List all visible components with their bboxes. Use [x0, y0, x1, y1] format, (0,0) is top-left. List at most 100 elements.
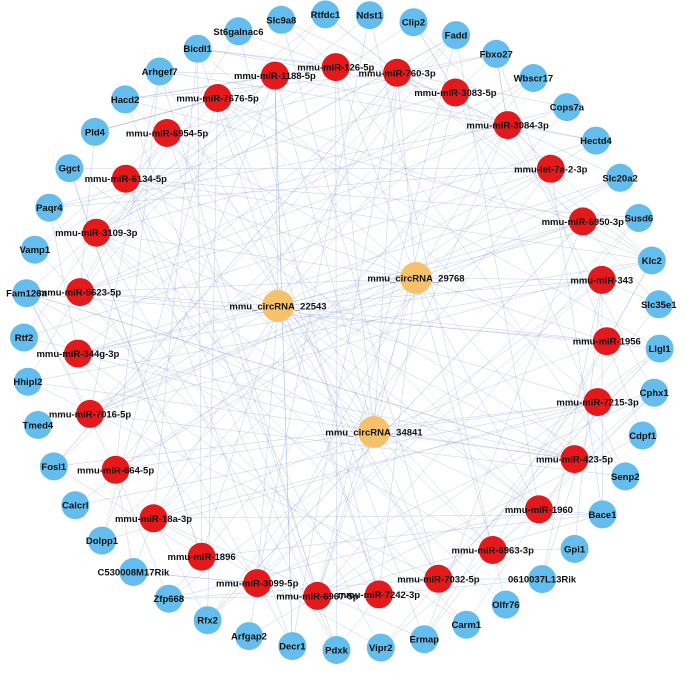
- mrna-node-clip2[interactable]: Clip2: [399, 8, 428, 37]
- mirna-node-mmu-mir-3083-5p[interactable]: mmu-miR-3083-5p: [414, 78, 497, 107]
- mirna-node-mmu-mir-1956[interactable]: mmu-miR-1956: [573, 327, 641, 356]
- mrna-node-pdxk[interactable]: Pdxk: [322, 636, 351, 664]
- edge: [26, 293, 91, 415]
- mrna-circle: [322, 636, 351, 664]
- circrna-node-mmu-circrna-22543[interactable]: mmu_circRNA_22543: [229, 290, 327, 322]
- mirna-node-mmu-mir-7032-5p[interactable]: mmu-miR-7032-5p: [397, 564, 480, 593]
- edge: [335, 67, 417, 279]
- mirna-circle: [66, 278, 94, 307]
- mirna-label: mmu-miR-7242-3p: [338, 590, 421, 601]
- mrna-node-arhgef7[interactable]: Arhgef7: [142, 57, 178, 86]
- mirna-node-mmu-mir-6967-5p[interactable]: mmu-miR-6967-5p: [276, 581, 359, 610]
- mrna-node-cdpf1[interactable]: Cdpf1: [628, 421, 657, 450]
- mirna-node-mmu-mir-7215-3p[interactable]: mmu-miR-7215-3p: [556, 388, 639, 417]
- mrna-circle: [311, 0, 340, 29]
- mrna-node-slc20a2[interactable]: Slc20a2: [602, 163, 638, 192]
- mrna-node-fosl1[interactable]: Fosl1: [39, 452, 68, 481]
- mrna-node-calcrl[interactable]: Calcrl: [61, 491, 90, 520]
- mrna-node-llgl1[interactable]: Llgl1: [645, 334, 674, 363]
- mirna-node-mmu-mir-3099-5p[interactable]: mmu-miR-3099-5p: [216, 569, 299, 598]
- mirna-node-mmu-mir-423-5p[interactable]: mmu-miR-423-5p: [536, 445, 613, 474]
- mrna-node-paqr4[interactable]: Paqr4: [35, 193, 64, 222]
- mirna-node-mmu-mir-6954-5p[interactable]: mmu-miR-6954-5p: [126, 119, 209, 147]
- mrna-label: Susd6: [625, 214, 654, 225]
- mrna-node-rtf2[interactable]: Rtf2: [10, 323, 38, 352]
- mirna-node-mmu-mir-1960[interactable]: mmu-miR-1960: [505, 495, 573, 524]
- mirna-node-mmu-mir-760-3p[interactable]: mmu-miR-760-3p: [359, 58, 436, 87]
- mrna-node-c530008m17rik[interactable]: C530008M17Rik: [97, 558, 170, 586]
- mirna-node-mmu-mir-6134-5p[interactable]: mmu-miR-6134-5p: [85, 164, 168, 193]
- mirna-node-mmu-let-7a-2-3p[interactable]: mmu-let-7a-2-3p: [514, 154, 588, 183]
- mrna-circle: [645, 334, 674, 363]
- mrna-node-olfr76[interactable]: Olfr76: [491, 590, 520, 619]
- edge: [115, 469, 170, 599]
- edge: [507, 124, 652, 261]
- circrna-circle: [400, 262, 432, 294]
- edge: [77, 177, 621, 354]
- edge: [96, 106, 567, 233]
- mrna-node-fbxo27[interactable]: Fbxo27: [480, 39, 513, 68]
- mirna-label: mmu-miR-3083-5p: [414, 88, 497, 99]
- mirna-node-mmu-mir-1188-5p[interactable]: mmu-miR-1188-5p: [234, 61, 316, 90]
- mrna-node-susd6[interactable]: Susd6: [625, 204, 654, 232]
- mrna-node-carm1[interactable]: Carm1: [452, 610, 482, 639]
- mrna-circle: [224, 17, 253, 46]
- mrna-node-rfx2[interactable]: Rfx2: [193, 606, 222, 635]
- mirna-node-mmu-mir-6950-3p[interactable]: mmu-miR-6950-3p: [542, 207, 625, 236]
- mrna-node-hacd2[interactable]: Hacd2: [111, 85, 140, 114]
- mirna-node-mmu-mir-126-5p[interactable]: mmu-miR-126-5p: [297, 53, 375, 82]
- mrna-node-gpi1[interactable]: Gpi1: [560, 534, 589, 563]
- mrna-circle: [399, 8, 428, 37]
- mirna-node-mmu-mir-3109-3p[interactable]: mmu-miR-3109-3p: [55, 218, 138, 247]
- mirna-label: mmu-miR-3084-3p: [466, 121, 549, 132]
- mirna-node-mmu-mir-6963-3p[interactable]: mmu-miR-6963-3p: [452, 536, 535, 564]
- mrna-node-fadd[interactable]: Fadd: [442, 21, 470, 50]
- edge: [378, 277, 417, 595]
- mrna-node-hectd4[interactable]: Hectd4: [580, 126, 613, 155]
- mrna-node-hhipl2[interactable]: Hhipl2: [13, 367, 42, 396]
- mrna-node-wbscr17[interactable]: Wbscr17: [514, 64, 554, 92]
- mirna-node-mmu-mir-7242-3p[interactable]: mmu-miR-7242-3p: [338, 580, 421, 609]
- mrna-node-zfp668[interactable]: Zfp668: [153, 584, 184, 613]
- circrna-node-mmu-circrna-34841[interactable]: mmu_circRNA_34841: [325, 416, 423, 448]
- mrna-node-tmed4[interactable]: Tmed4: [23, 411, 54, 439]
- mrna-node-slc35e1[interactable]: Slc35e1: [641, 290, 677, 319]
- mirna-node-mmu-mir-344g-3p[interactable]: mmu-miR-344g-3p: [36, 339, 120, 368]
- mrna-node-cops7a[interactable]: Cops7a: [550, 93, 585, 122]
- mrna-node-fam126a[interactable]: Fam126a: [6, 279, 47, 308]
- mrna-node-ggct[interactable]: Ggct: [55, 154, 84, 183]
- mrna-circle: [640, 378, 669, 407]
- mirna-node-mmu-mir-343[interactable]: mmu-miR-343: [570, 265, 633, 294]
- mrna-node-0610037l13rik[interactable]: 0610037L13Rik: [508, 565, 577, 594]
- mrna-node-dolpp1[interactable]: Dolpp1: [86, 526, 119, 555]
- mirna-node-mmu-mir-5623-5p[interactable]: mmu-miR-5623-5p: [39, 278, 122, 307]
- mrna-label: Clip2: [402, 18, 425, 29]
- edge: [238, 31, 336, 68]
- mrna-node-bicdl1[interactable]: Bicdl1: [183, 34, 213, 63]
- mrna-node-st6galnac6[interactable]: St6galnac6: [213, 17, 264, 46]
- mrna-node-klc2[interactable]: Klc2: [637, 246, 666, 275]
- mirna-node-mmu-mir-3084-3p[interactable]: mmu-miR-3084-3p: [466, 111, 549, 140]
- mirna-node-mmu-mir-7676-5p[interactable]: mmu-miR-7676-5p: [176, 84, 259, 112]
- mrna-node-arfgap2[interactable]: Arfgap2: [231, 622, 267, 651]
- mrna-circle: [88, 526, 116, 555]
- mrna-node-vipr2[interactable]: Vipr2: [366, 633, 395, 662]
- mrna-node-senp2[interactable]: Senp2: [611, 462, 640, 491]
- mirna-node-mmu-mir-7016-5p[interactable]: mmu-miR-7016-5p: [49, 399, 132, 428]
- mrna-node-cphx1[interactable]: Cphx1: [640, 378, 670, 407]
- mrna-circle: [410, 625, 439, 654]
- mirna-node-mmu-mir-664-5p[interactable]: mmu-miR-664-5p: [77, 455, 154, 484]
- circrna-node-mmu-circrna-29768[interactable]: mmu_circRNA_29768: [367, 262, 465, 294]
- edge: [335, 67, 375, 433]
- mirna-node-mmu-mir-1896[interactable]: mmu-miR-1896: [168, 542, 236, 571]
- mrna-node-vamp1[interactable]: Vamp1: [19, 235, 51, 264]
- mrna-node-ndst1[interactable]: Ndst1: [355, 1, 384, 30]
- mrna-node-bace1[interactable]: Bace1: [588, 500, 618, 529]
- mrna-node-slc9a8[interactable]: Slc9a8: [266, 5, 296, 34]
- mrna-node-pld4[interactable]: Pld4: [80, 117, 109, 146]
- mrna-node-ermap[interactable]: Ermap: [410, 625, 440, 654]
- mrna-node-rtfdc1[interactable]: Rtfdc1: [311, 0, 341, 29]
- mrna-label: Wbscr17: [514, 74, 554, 85]
- mirna-node-mmu-mir-18a-3p[interactable]: mmu-miR-18a-3p: [115, 504, 192, 533]
- mrna-node-decr1[interactable]: Decr1: [278, 632, 307, 661]
